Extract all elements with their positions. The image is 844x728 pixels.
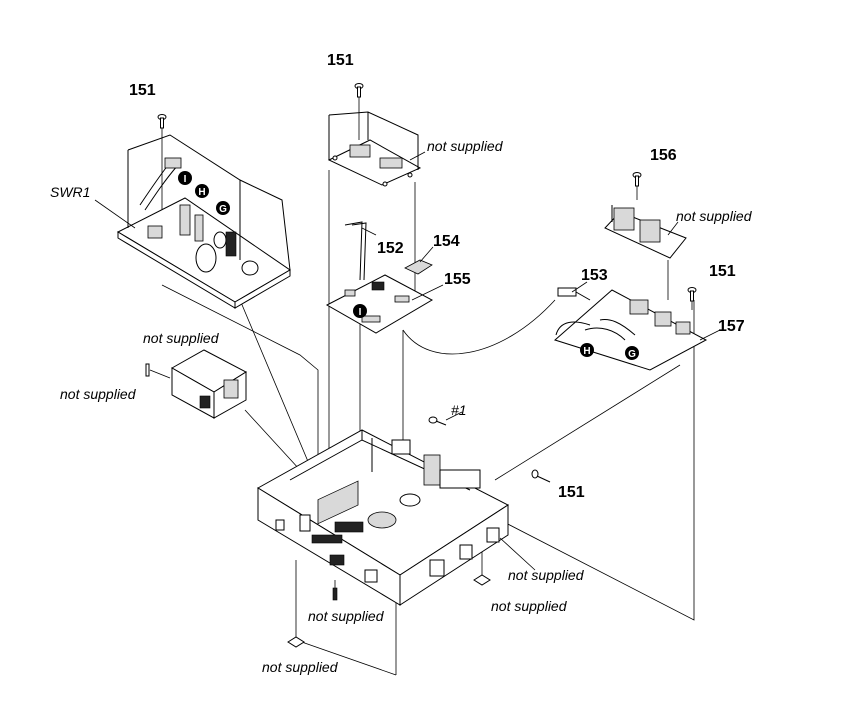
screw-1 <box>428 416 447 426</box>
main-chassis <box>257 429 509 606</box>
screw-156 <box>632 172 642 187</box>
screw-151-top <box>354 83 364 98</box>
label-151-left: 151 <box>129 82 156 99</box>
svg-text:H: H <box>583 346 590 357</box>
screw-151-left <box>157 114 167 129</box>
label-screw-1: #1 <box>451 402 467 418</box>
badge-i-mid: I <box>353 304 367 318</box>
label-155: 155 <box>444 271 471 288</box>
label-leaders <box>94 151 721 571</box>
svg-text:I: I <box>359 307 362 318</box>
label-not-supplied-foot-bottom: not supplied <box>262 659 339 675</box>
label-157: 157 <box>718 318 745 335</box>
badge-h-right: H <box>580 343 594 357</box>
label-swr1: SWR1 <box>50 184 90 200</box>
badge-g-right: G <box>625 346 639 360</box>
label-154: 154 <box>433 233 460 250</box>
board-156 <box>604 205 687 259</box>
power-board-swr1 <box>116 134 291 309</box>
badge-g-left: G <box>216 201 230 215</box>
screw-151-side <box>531 469 551 483</box>
label-not-supplied-left-pin: not supplied <box>60 386 137 402</box>
label-not-supplied-top: not supplied <box>427 138 504 154</box>
screw-bottom <box>332 587 338 601</box>
svg-text:G: G <box>219 204 227 215</box>
label-not-supplied-chassis-right: not supplied <box>508 567 585 583</box>
svg-text:H: H <box>198 187 205 198</box>
label-156: 156 <box>650 147 677 164</box>
label-not-supplied-foot-right: not supplied <box>491 598 568 614</box>
screw-151-right <box>687 287 697 302</box>
label-151-top: 151 <box>327 52 354 69</box>
label-151-side: 151 <box>558 484 585 501</box>
svg-text:I: I <box>184 174 187 185</box>
label-not-supplied-right-top: not supplied <box>676 208 753 224</box>
badge-h-left: H <box>195 184 209 198</box>
label-not-supplied-left-board: not supplied <box>143 330 220 346</box>
foot-bottom <box>287 636 305 648</box>
svg-text:G: G <box>628 349 636 360</box>
label-not-supplied-screw-bottom: not supplied <box>308 608 385 624</box>
label-151-right: 151 <box>709 263 736 280</box>
left-board <box>145 349 248 419</box>
label-153: 153 <box>581 267 608 284</box>
badge-i-left: I <box>178 171 192 185</box>
part-154 <box>404 259 433 275</box>
foot-right <box>473 574 491 586</box>
label-152: 152 <box>377 240 404 257</box>
board-155 <box>325 221 434 334</box>
top-cage <box>327 111 422 187</box>
